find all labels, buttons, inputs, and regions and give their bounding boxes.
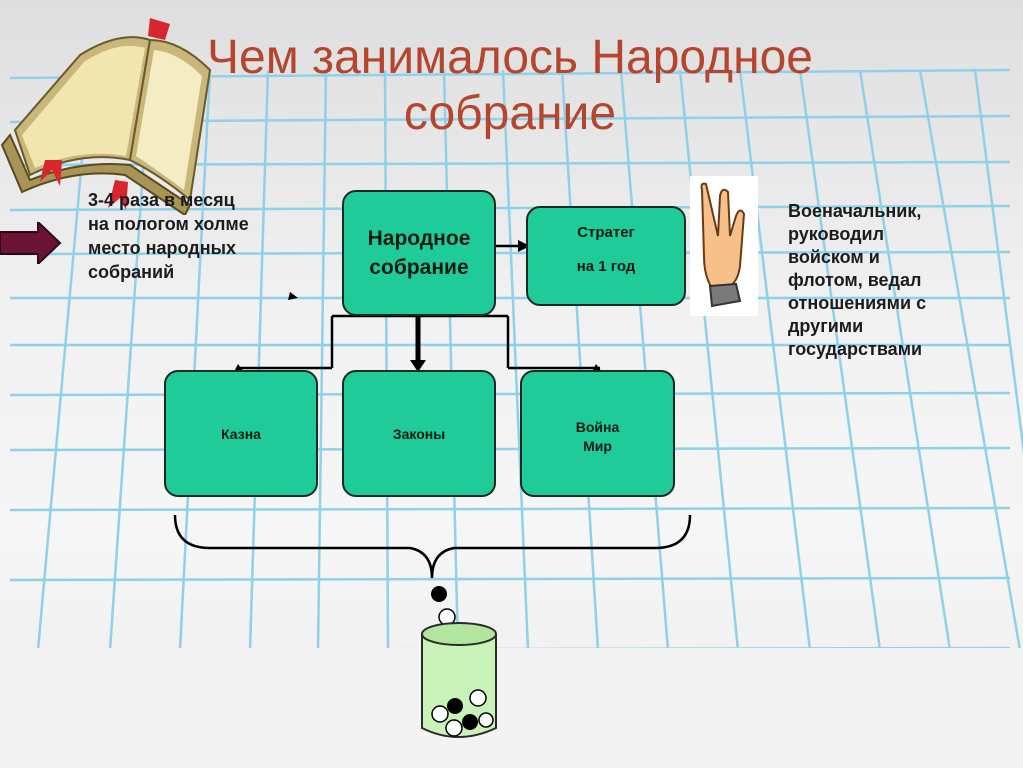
slide-title: Чем занималось Народное собрание — [130, 30, 890, 142]
note-line: отношениями с — [788, 293, 927, 313]
people-assembly-box: Народное собрание — [342, 190, 496, 316]
note-line: руководил — [788, 224, 885, 244]
note-line: государствами — [788, 339, 923, 359]
title-line-2: собрание — [403, 87, 617, 140]
note-line: флотом, ведал — [788, 270, 922, 290]
box-label: Законы — [392, 425, 446, 442]
treasury-box: Казна — [164, 370, 318, 497]
war-peace-box: Война Мир — [520, 370, 675, 497]
strateg-box: Стратег на 1 год — [526, 206, 686, 306]
title-line-1: Чем занималось Народное — [207, 31, 813, 84]
box-label: Мир — [583, 438, 612, 454]
note-line: место народных — [88, 238, 236, 258]
raised-hand-icon — [690, 176, 758, 316]
box-label: Казна — [221, 425, 261, 442]
box-label: Народное — [367, 227, 471, 250]
box-label: Стратег — [577, 224, 635, 241]
arrow-right-icon[interactable] — [0, 222, 62, 264]
note-line: Военачальник, — [788, 201, 922, 221]
note-line: другими — [788, 316, 864, 336]
box-label: на 1 год — [576, 258, 636, 275]
note-line: 3-4 раза в месяц — [88, 190, 235, 210]
voting-urn-icon — [421, 622, 497, 738]
laws-box: Законы — [342, 370, 496, 497]
box-label: Война — [575, 419, 620, 435]
strateg-description: Военачальник, руководил войском и флотом… — [788, 200, 926, 361]
note-line: на пологом холме — [88, 214, 249, 234]
note-line: войском и — [788, 247, 880, 267]
box-label: собрание — [369, 256, 469, 279]
open-book-icon — [0, 18, 212, 215]
meeting-frequency-note: 3-4 раза в месяц на пологом холме место … — [88, 188, 249, 284]
note-line: собраний — [88, 262, 175, 282]
